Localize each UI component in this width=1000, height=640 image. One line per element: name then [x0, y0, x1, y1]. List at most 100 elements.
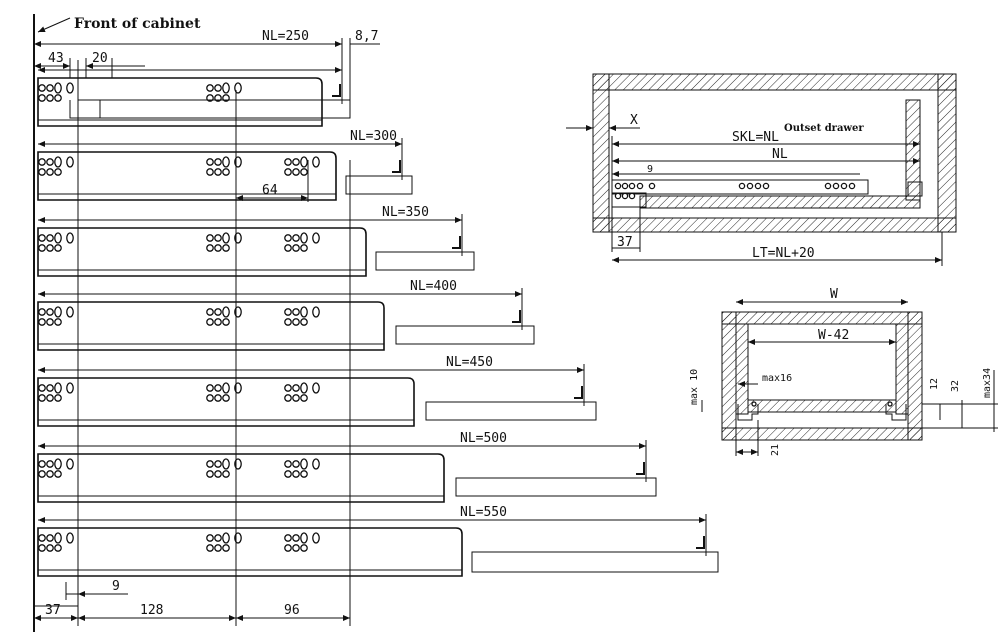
round-hole [214, 394, 222, 402]
round-hole [46, 94, 54, 102]
nl-label: NL=450 [446, 355, 493, 370]
cabinet-bottom-panel [592, 217, 957, 233]
hole-group [206, 156, 242, 176]
round-hole [54, 318, 62, 326]
slot-hole [300, 382, 308, 394]
slide-7: NL=550 [37, 505, 719, 577]
round-hole [214, 234, 222, 242]
hole-group [284, 382, 320, 402]
nl-label: NL=500 [460, 431, 507, 446]
round-hole [38, 394, 46, 402]
slide-6: NL=500 [37, 431, 657, 503]
round-hole [54, 168, 62, 176]
hole-group [38, 382, 74, 402]
skl-label: SKL=NL [732, 130, 779, 145]
hole-group [284, 232, 320, 252]
round-hole [292, 234, 300, 242]
round-hole [38, 544, 46, 552]
max16-label: max16 [762, 373, 792, 384]
right-runner [885, 404, 907, 421]
rail-member [471, 551, 719, 573]
round-hole [38, 460, 46, 468]
round-hole [46, 84, 54, 92]
d9-label: 9 [647, 164, 653, 175]
slot-hole [312, 532, 320, 544]
round-hole [292, 534, 300, 542]
slot-hole [54, 232, 62, 244]
front-arrow-line [37, 17, 71, 33]
front-of-cabinet-label: Front of cabinet [74, 16, 201, 32]
round-hole [206, 470, 214, 478]
round-hole [284, 394, 292, 402]
hole-group [38, 306, 74, 326]
round-hole [206, 158, 214, 166]
lt-label: LT=NL+20 [752, 246, 815, 261]
round-hole [46, 168, 54, 176]
slot-hole [312, 232, 320, 244]
slot-hole [54, 156, 62, 168]
slot-hole [54, 458, 62, 470]
round-hole [54, 470, 62, 478]
front-clip [69, 100, 101, 119]
d32-label: 32 [950, 380, 961, 392]
x-label: X [630, 113, 638, 128]
hole-group [284, 532, 320, 552]
round-hole [46, 308, 54, 316]
nl-label: NL [772, 147, 788, 162]
slot-hole [66, 306, 74, 318]
round-hole [222, 470, 230, 478]
round-hole [38, 158, 46, 166]
round-hole [214, 544, 222, 552]
hole-group [206, 382, 242, 402]
slot-hole [66, 232, 74, 244]
round-hole [46, 544, 54, 552]
rail-member [375, 251, 475, 271]
outset-drawer-view: X Outset drawer SKL=NL NL 9 37 LT=NL+20 [566, 73, 957, 266]
round-hole [214, 84, 222, 92]
round-hole [292, 460, 300, 468]
round-hole [46, 158, 54, 166]
drawer-left-side [735, 323, 749, 415]
rail-hook [636, 462, 645, 475]
round-hole [214, 318, 222, 326]
d87-label: 8,7 [355, 29, 378, 44]
round-hole [284, 460, 292, 468]
slide-holes [614, 182, 856, 200]
slot-hole [222, 82, 230, 94]
rail-member [345, 175, 413, 195]
hole-group [38, 458, 74, 478]
round-hole [206, 168, 214, 176]
round-hole [222, 168, 230, 176]
round-hole [292, 158, 300, 166]
drawer-base [747, 399, 897, 413]
slide-2: NL=300 [37, 129, 413, 201]
rail-hook [512, 310, 521, 323]
rail-hook [392, 160, 401, 173]
slot-hole [300, 532, 308, 544]
round-hole [206, 308, 214, 316]
round-hole [46, 470, 54, 478]
round-hole [222, 394, 230, 402]
hole-group [38, 82, 74, 102]
round-hole [54, 244, 62, 252]
round-hole [38, 384, 46, 392]
cabinet-top-panel [592, 73, 957, 91]
round-hole [300, 394, 308, 402]
slot-hole [222, 532, 230, 544]
hole-group [284, 458, 320, 478]
slide-body [37, 527, 463, 577]
section-right-wall [907, 311, 923, 441]
dim-128-label: 128 [140, 603, 163, 618]
round-hole [46, 234, 54, 242]
slide-body [37, 453, 445, 503]
round-hole [214, 168, 222, 176]
round-hole [206, 318, 214, 326]
slide-body [37, 227, 367, 277]
dim-64-label: 64 [262, 183, 278, 198]
slide-5: NL=450 [37, 355, 597, 427]
slot-hole [222, 382, 230, 394]
nl-label: NL=550 [460, 505, 507, 520]
round-hole [214, 460, 222, 468]
